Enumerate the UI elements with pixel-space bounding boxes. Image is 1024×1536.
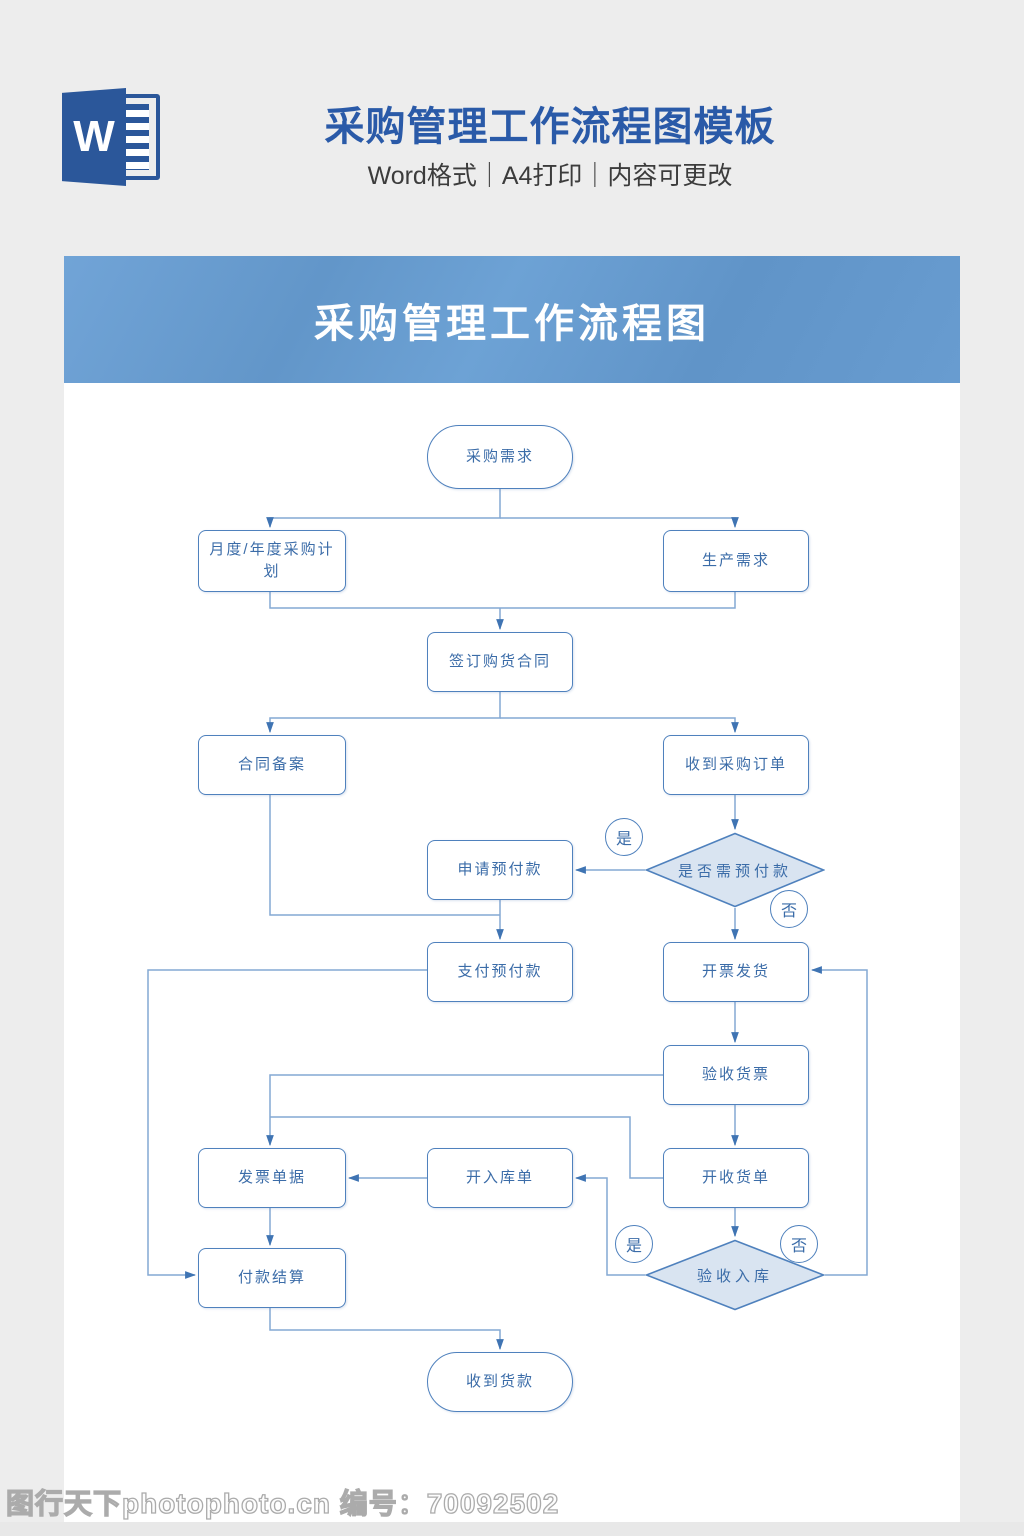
diamond-shape — [645, 1239, 825, 1311]
word-panel: W — [62, 88, 126, 186]
yes-badge-1: 是 — [605, 818, 643, 856]
flow-node-warehouse-entry: 开入库单 — [427, 1148, 573, 1208]
decision-label: 验收入库 — [696, 1267, 773, 1285]
edge-filing-merge — [269, 795, 500, 916]
flow-node-contract: 签订购货合同 — [427, 632, 573, 692]
flow-node-pay-prepay: 支付预付款 — [427, 942, 573, 1002]
word-icon: W — [62, 88, 162, 186]
flow-decision-inspect-store: 验收入库 — [645, 1239, 825, 1311]
edge-receipt-docs — [270, 1116, 663, 1179]
flow-node-start: 采购需求 — [427, 425, 573, 489]
flow-node-filing: 合同备案 — [198, 735, 346, 795]
edge-decision2-storein — [574, 1174, 645, 1276]
flow-node-plan: 月度/年度采购计划 — [198, 530, 346, 592]
edge-decision2-invoice — [810, 966, 868, 1276]
edge-start-plan — [266, 489, 501, 529]
edge-contract-filing — [266, 692, 501, 734]
page-header: W 采购管理工作流程图模板 Word格式｜A4打印｜内容可更改 — [0, 0, 1024, 256]
edge-check-docs — [266, 1074, 663, 1147]
document-banner: 采购管理工作流程图 — [64, 256, 960, 383]
no-badge-1: 否 — [770, 890, 808, 928]
page-title: 采购管理工作流程图模板 — [324, 105, 776, 149]
flow-node-settlement: 付款结算 — [198, 1248, 346, 1308]
flow-node-goods-receipt: 开收货单 — [663, 1148, 809, 1208]
edge-settlement-end — [269, 1308, 504, 1351]
flow-node-end: 收到货款 — [427, 1352, 573, 1412]
yes-badge-2: 是 — [615, 1225, 653, 1263]
decision-label: 是否需预付款 — [677, 862, 792, 880]
flow-node-check-invoice: 验收货票 — [663, 1045, 809, 1105]
edge-start-production — [500, 517, 739, 529]
flowchart: 采购需求 月度/年度采购计划 生产需求 签订购货合同 合同备案 收到采购订单 是… — [64, 256, 960, 1522]
watermark-text: 图行天下photophoto.cn 编号：70092502 — [5, 1487, 560, 1519]
edge-contract-order — [500, 717, 739, 734]
flow-connectors — [147, 489, 868, 1351]
page-subtitle: Word格式｜A4打印｜内容可更改 — [367, 162, 733, 190]
flow-decision-need-prepay: 是否需预付款 — [645, 832, 825, 908]
edge-plan-merge — [269, 592, 500, 609]
edge-pay-settlement — [147, 969, 427, 1279]
banner-title: 采购管理工作流程图 — [314, 301, 710, 346]
bottom-strip — [0, 1522, 1024, 1536]
flow-node-apply-prepay: 申请预付款 — [427, 840, 573, 900]
flow-node-order: 收到采购订单 — [663, 735, 809, 795]
flow-node-production: 生产需求 — [663, 530, 809, 592]
edge-production-merge — [500, 592, 736, 609]
diamond-shape — [645, 832, 825, 908]
no-badge-2: 否 — [780, 1225, 818, 1263]
flow-node-invoice-ship: 开票发货 — [663, 942, 809, 1002]
flow-node-invoice-docs: 发票单据 — [198, 1148, 346, 1208]
word-letter: W — [73, 112, 115, 161]
document-sheet: 采购管理工作流程图 — [64, 256, 960, 1522]
